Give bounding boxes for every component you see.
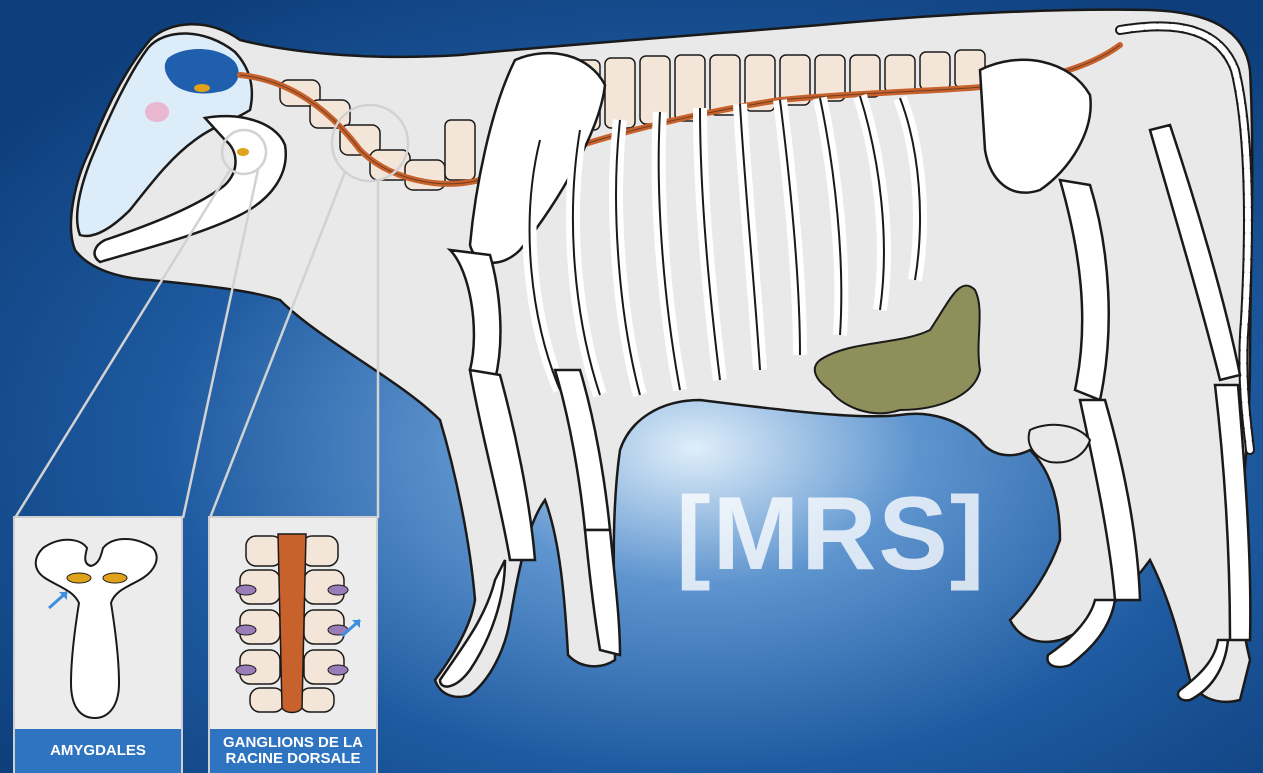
tonsil-illustration (15, 518, 181, 731)
eye-orbit (145, 102, 169, 122)
mrs-logo: [MRS] (676, 482, 986, 586)
ganglion-illustration (210, 518, 376, 731)
spinal-cord-section (278, 534, 306, 713)
inset-label-amygdales: AMYGDALES (15, 729, 181, 773)
tonsil (237, 148, 249, 156)
inset-label-ganglions: GANGLIONS DE LA RACINE DORSALE (210, 729, 376, 773)
inset-ganglions: GANGLIONS DE LA RACINE DORSALE (208, 516, 378, 773)
brain-marker (194, 84, 210, 92)
inset-amygdales: AMYGDALES (13, 516, 183, 773)
